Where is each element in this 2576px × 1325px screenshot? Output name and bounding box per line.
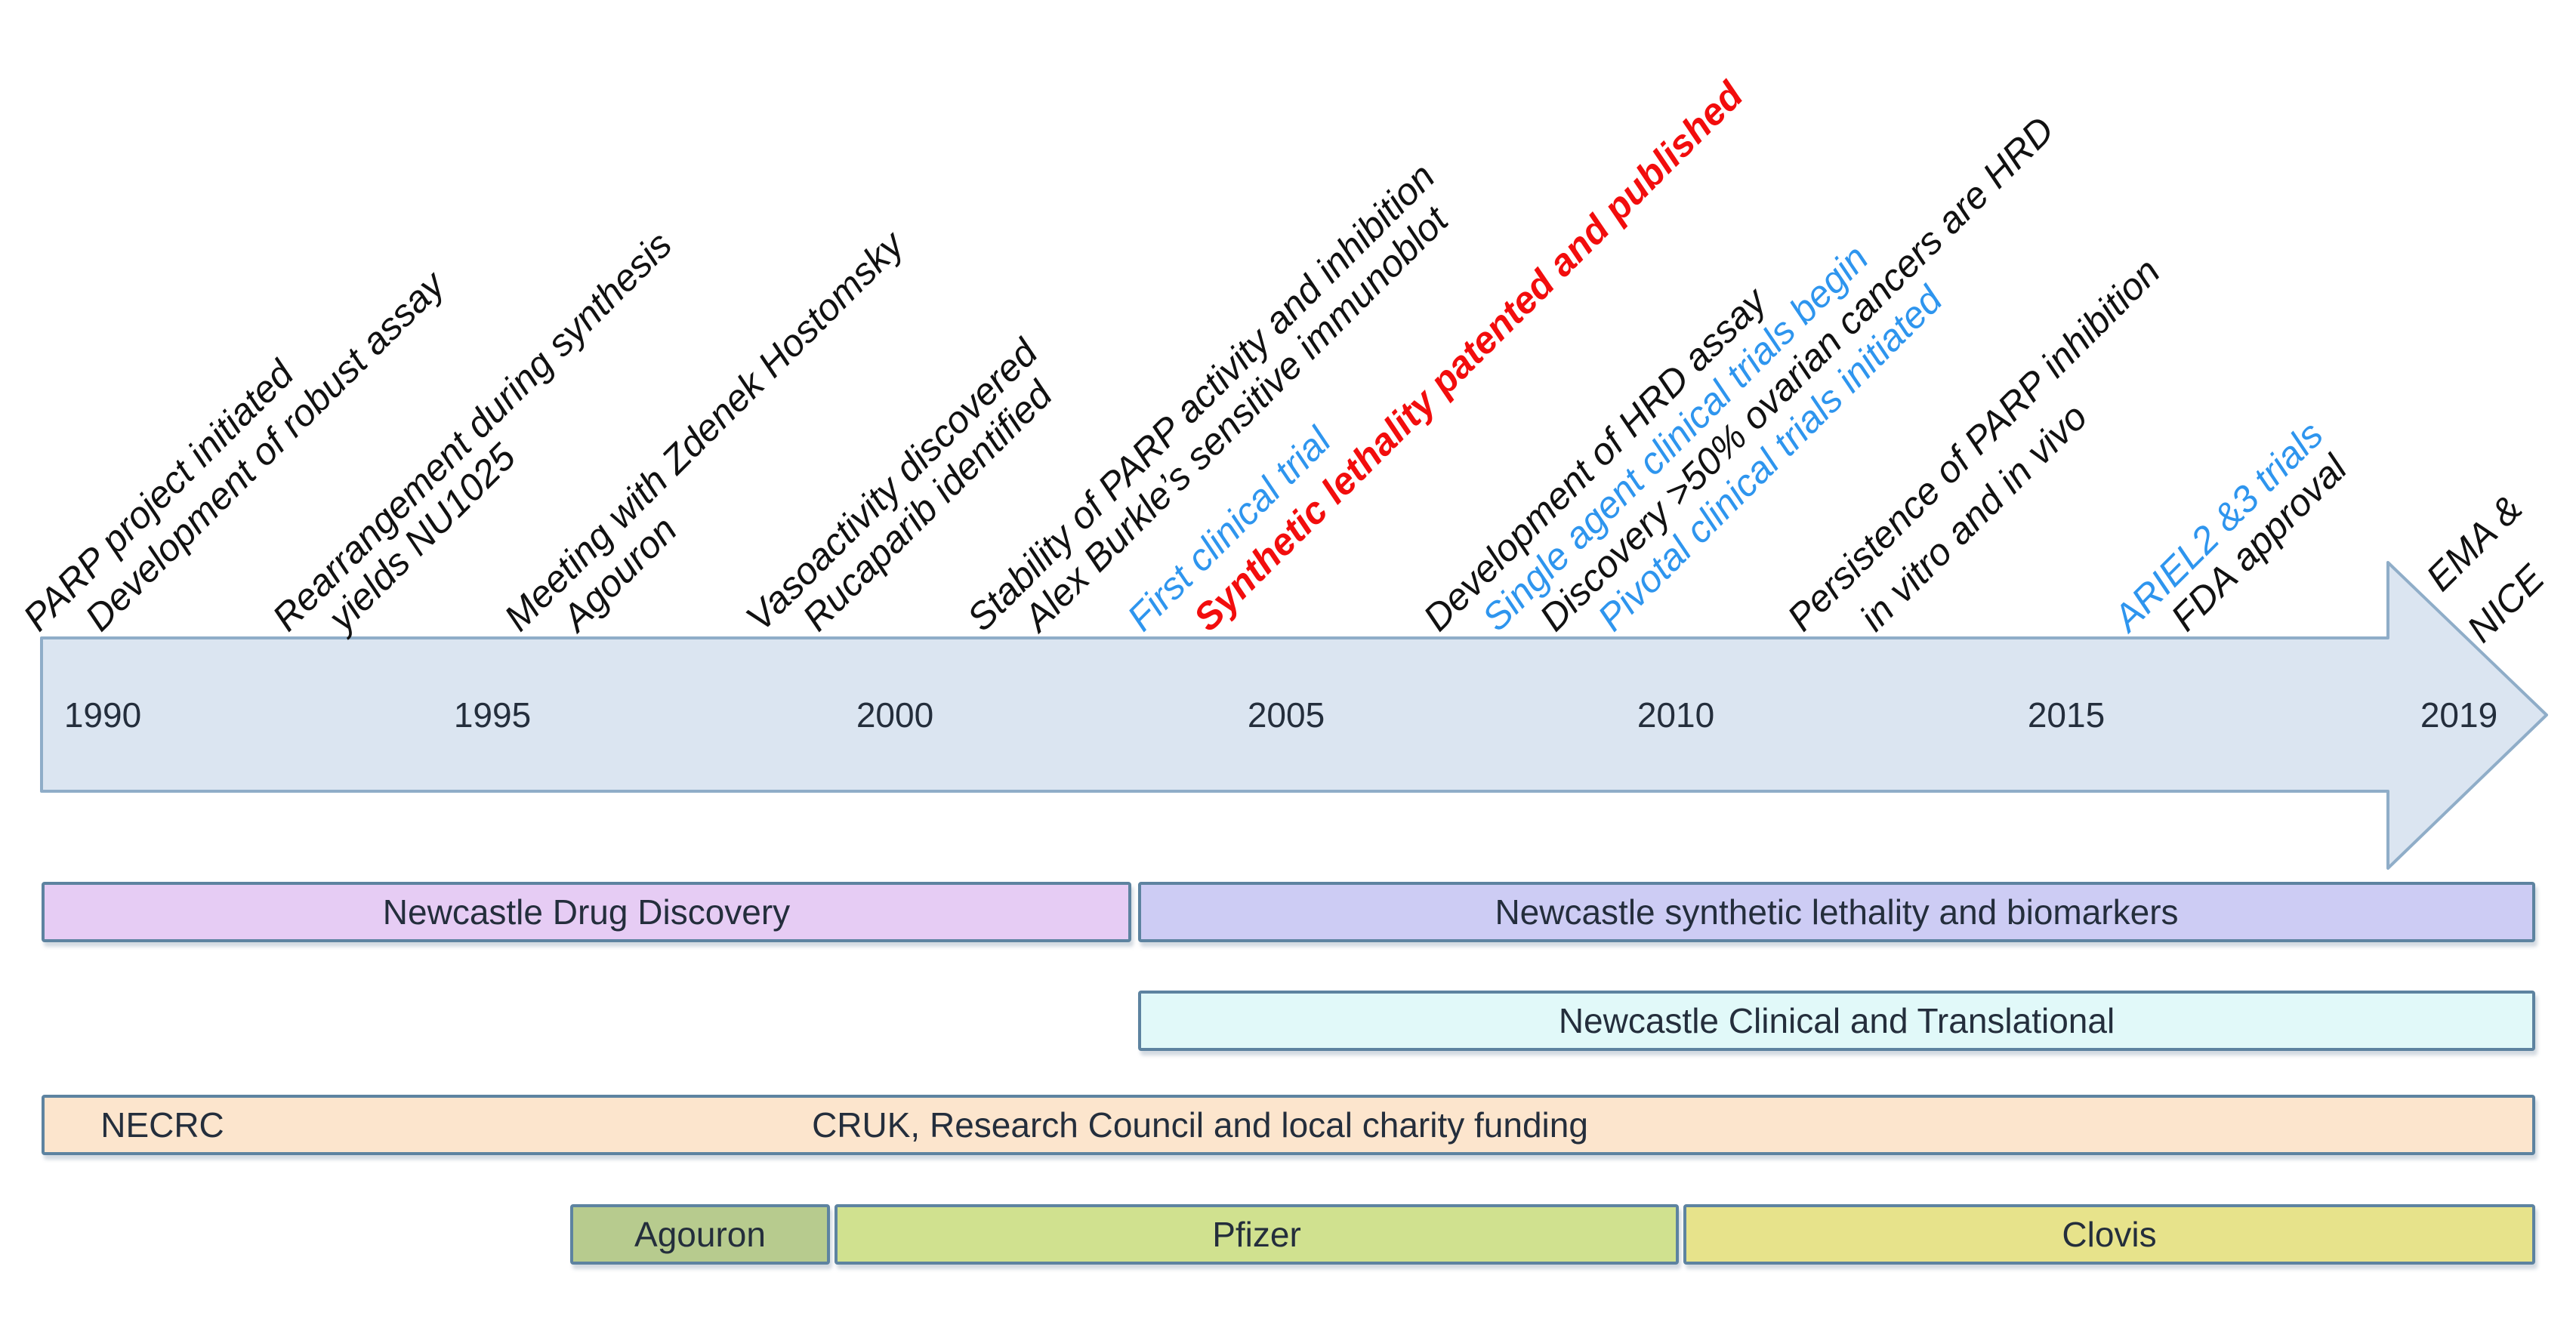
timeline-year-2010: 2010: [1637, 695, 1715, 735]
bar-newcastle-clinical-translational: Newcastle Clinical and Translational: [1138, 991, 2535, 1051]
bar-pfizer: Pfizer: [835, 1204, 1679, 1265]
bar-funding-necrc-label: NECRC: [100, 1105, 224, 1145]
bar-newcastle-synthetic-lethality: Newcastle synthetic lethality and biomar…: [1138, 882, 2535, 942]
timeline-year-1990: 1990: [63, 695, 142, 735]
bar-newcastle-drug-discovery-label: Newcastle Drug Discovery: [382, 892, 791, 932]
bar-clovis: Clovis: [1683, 1204, 2535, 1265]
bar-newcastle-synthetic-lethality-label: Newcastle synthetic lethality and biomar…: [1495, 892, 2179, 932]
timeline-year-2005: 2005: [1247, 695, 1325, 735]
bar-clovis-label: Clovis: [2062, 1215, 2157, 1254]
timeline-year-2000: 2000: [856, 695, 934, 735]
bar-newcastle-clinical-translational-label: Newcastle Clinical and Translational: [1558, 1001, 2115, 1040]
bar-agouron-label: Agouron: [634, 1215, 766, 1254]
bar-funding-cruk-label: CRUK, Research Council and local charity…: [812, 1105, 1588, 1145]
bar-agouron: Agouron: [570, 1204, 830, 1265]
timeline-year-2019: 2019: [2420, 695, 2498, 735]
timeline-year-1995: 1995: [453, 695, 532, 735]
bar-newcastle-drug-discovery: Newcastle Drug Discovery: [42, 882, 1131, 942]
timeline-year-2015: 2015: [2027, 695, 2106, 735]
bar-funding: NECRC CRUK, Research Council and local c…: [42, 1095, 2535, 1155]
bar-pfizer-label: Pfizer: [1212, 1215, 1301, 1254]
timeline-arrow-shape: [40, 561, 2548, 870]
